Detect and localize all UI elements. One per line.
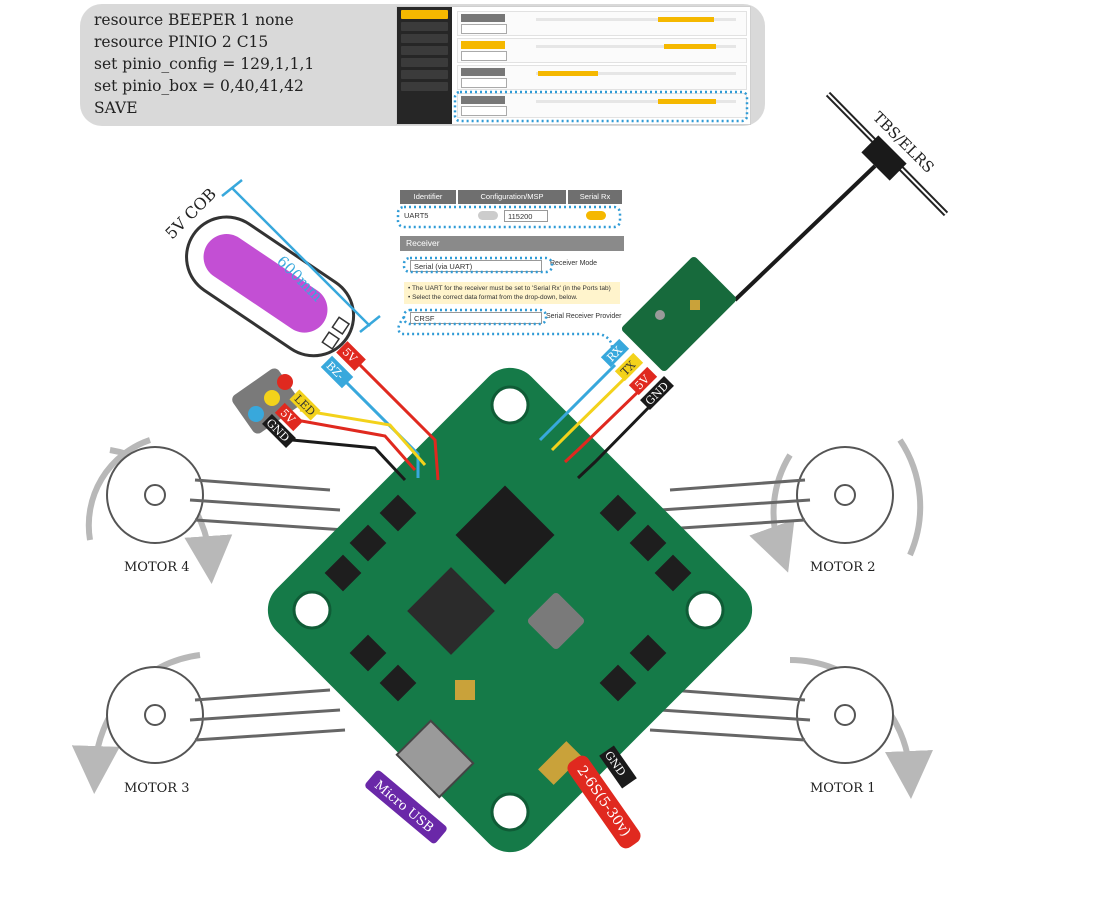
led-indicator [232,368,300,434]
tx-tag: TX [618,358,638,378]
configurator-sidebar [397,7,452,124]
cli-line: resource BEEPER 1 none [94,11,294,29]
motor-4 [85,437,233,584]
receiver-note-line: • Select the correct data format from th… [408,294,578,301]
motor-3-label: MOTOR 3 [124,781,190,796]
led-wire-tags: 5V BZ- [320,341,366,389]
modes-screenshot [396,6,751,125]
motor-1 [789,656,933,799]
mcu-chip [407,567,495,655]
usb-tag-bg [365,770,447,844]
receiver-tags: RX TX 5V GND [600,338,674,410]
indicator-tags: LED 5V GND [262,389,321,448]
cli-panel: resource BEEPER 1 none resource PINIO 2 … [80,4,765,126]
usb-port [395,719,475,799]
uart-identifier: UART5 [404,211,429,220]
mosfets [324,494,692,702]
cli-line: set pinio_config = 129,1,1,1 [94,55,315,73]
inductor [527,592,585,650]
gnd-tag-bg [599,745,637,789]
boot-button [455,680,475,700]
mode-row [457,93,747,118]
receiver-module [621,256,737,372]
led-length-label: 600mm [273,252,326,305]
antenna-label: TBS/ELRS [869,108,937,176]
provider-label: Serial Receiver Provider [546,313,622,320]
power-tag-bg [567,755,641,849]
receiver-antenna [733,91,949,302]
usb-label: Micro USB [371,778,436,836]
flight-controller-board [267,367,753,853]
motor-3 [71,652,204,794]
indicator-wires [291,408,427,482]
serial-rx-toggle[interactable] [586,211,606,220]
receiver-mode-select[interactable]: Serial (via UART) [410,260,542,272]
header-serial-rx: Serial Rx [568,190,622,204]
motor-4-label: MOTOR 4 [124,560,190,575]
receiver-mode-label: Receiver Mode [550,260,598,267]
five-v-tag: 5V [340,345,361,366]
cli-command-list: resource BEEPER 1 none resource PINIO 2 … [94,9,314,119]
mode-row [457,65,747,90]
motor-1-label: MOTOR 1 [810,781,876,796]
power-pad [538,741,582,785]
led-type-label: 5V COB [161,184,220,243]
five-v-tag: 5V [632,372,653,393]
led-pad-tag: LED [292,392,318,418]
ports-receiver-screenshot: Identifier Configuration/MSP Serial Rx U… [398,188,624,336]
led-wires [334,355,440,481]
mode-row [457,38,747,63]
cli-line: resource PINIO 2 C15 [94,33,269,51]
msp-toggle[interactable] [478,211,498,220]
length-dimension [221,179,381,333]
baud-select[interactable]: 115200 [504,210,548,222]
gnd-tag: GND [263,416,292,445]
receiver-note: • The UART for the receiver must be set … [404,282,620,304]
header-identifier: Identifier [400,190,456,204]
motor-2 [749,438,924,573]
rx-tag: RX [604,344,625,365]
receiver-wires [538,363,658,480]
power-label: 2-6S(5-30v) [573,763,633,840]
receiver-section-title: Receiver [400,236,624,251]
header-configuration: Configuration/MSP [458,190,566,204]
gnd-tag: GND [643,379,672,408]
cli-line: set pinio_box = 0,40,41,42 [94,77,304,95]
esc-chip [455,485,555,585]
led-strip [185,215,356,358]
motor-2-label: MOTOR 2 [810,560,876,575]
five-v-tag: 5V [278,406,299,427]
mode-row [457,11,747,36]
cli-line: SAVE [94,99,138,117]
gnd-tag: GND [602,749,628,779]
motor-wires [189,478,811,742]
bz-minus-tag: BZ- [324,359,347,382]
receiver-note-line: • The UART for the receiver must be set … [408,285,611,292]
provider-select[interactable]: CRSF [410,312,542,324]
